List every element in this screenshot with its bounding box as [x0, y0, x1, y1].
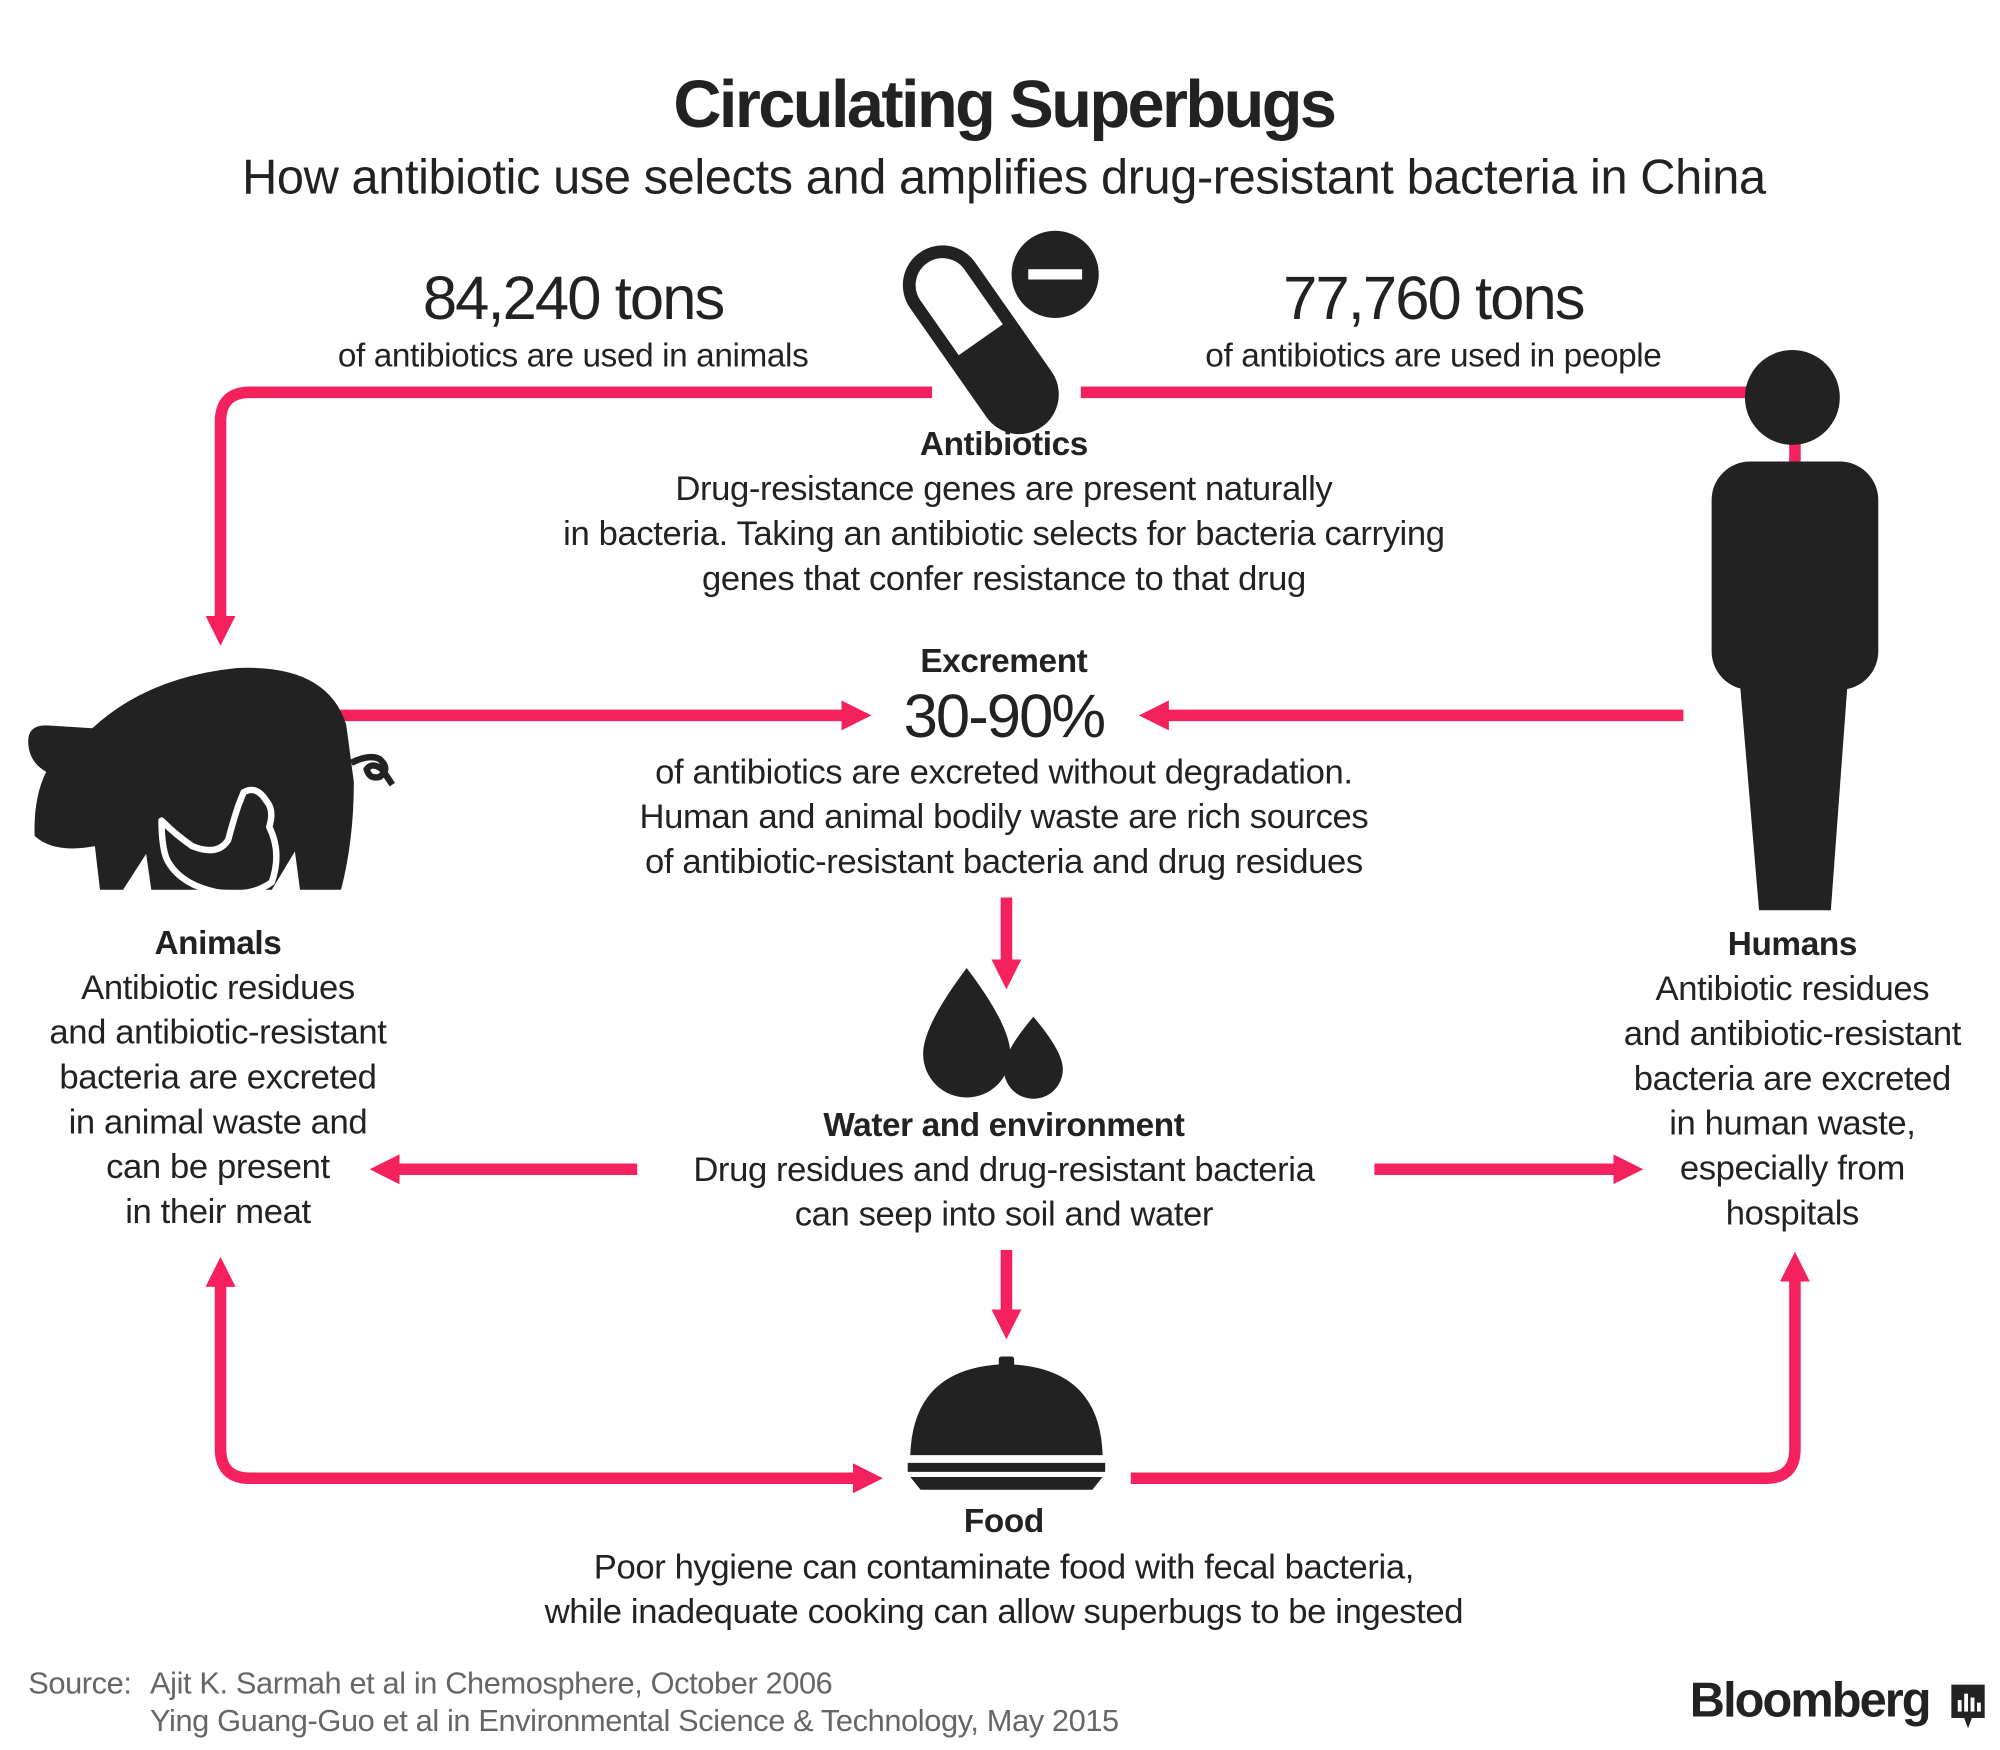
bloomberg-chat-icon — [1951, 1684, 1985, 1729]
people-tons-value: 77,760 tons — [1283, 265, 1585, 334]
text-line: bacteria are excreted — [59, 1057, 377, 1097]
arrow-antibiotics-to-animals — [205, 386, 933, 646]
text-line: can be present — [106, 1147, 330, 1186]
arrow-food-to-humans — [1130, 1251, 1810, 1485]
water-heading: Water and environment — [823, 1105, 1185, 1144]
chicken-icon — [158, 786, 280, 905]
text-line: in their meat — [125, 1192, 311, 1231]
excrement-percent: 30-90% — [903, 683, 1107, 752]
pill-icon — [902, 245, 1059, 435]
food-cloche-icon — [907, 1356, 1106, 1490]
bloomberg-logo: Bloomberg — [1689, 1674, 1932, 1729]
text-line: of antibiotic-resistant bacteria and dru… — [645, 842, 1363, 881]
text-line: Drug residues and drug-resistant bacteri… — [693, 1150, 1315, 1189]
page-title: Circulating Superbugs — [673, 67, 1337, 143]
humans-text: Antibiotic residues and antibiotic-resis… — [1623, 967, 1962, 1236]
antibiotics-text: Drug-resistance genes are present natura… — [563, 467, 1445, 602]
humans-heading: Humans — [1727, 924, 1858, 963]
excrement-heading: Excrement — [920, 641, 1088, 680]
text-line: in animal waste and — [68, 1102, 368, 1142]
text-line: while inadequate cooking can allow super… — [544, 1592, 1464, 1631]
excrement-text: of antibiotics are excreted without degr… — [639, 750, 1368, 885]
text-line: Human and animal bodily waste are rich s… — [639, 797, 1369, 836]
animals-tons-caption: of antibiotics are used in animals — [337, 335, 809, 375]
text-line: hospitals — [1725, 1193, 1860, 1233]
text-line: can seep into soil and water — [794, 1194, 1214, 1234]
animals-tons-value: 84,240 tons — [422, 265, 725, 334]
text-line: Antibiotic residues — [1655, 969, 1930, 1008]
text-line: and antibiotic-resistant — [1623, 1014, 1962, 1053]
text-line: Antibiotic residues — [81, 967, 355, 1007]
text-line: especially from — [1679, 1148, 1905, 1188]
text-line: bacteria are excreted — [1633, 1059, 1952, 1098]
source-line-2: Ying Guang-Guo et al in Environmental Sc… — [150, 1703, 1119, 1739]
food-heading: Food — [963, 1501, 1044, 1540]
person-icon — [1711, 350, 1879, 911]
text-line: of antibiotics are excreted without degr… — [655, 752, 1353, 792]
page-subtitle: How antibiotic use selects and amplifies… — [242, 151, 1766, 206]
minus-circle-icon — [1011, 230, 1099, 318]
text-line: in bacteria. Taking an antibiotic select… — [563, 514, 1445, 553]
animals-text: Antibiotic residues and antibiotic-resis… — [49, 965, 387, 1234]
arrow-animals-food-loop — [205, 1256, 883, 1494]
source-line-1: Ajit K. Sarmah et al in Chemosphere, Oct… — [150, 1666, 833, 1702]
text-line: Poor hygiene can contaminate food with f… — [593, 1547, 1415, 1586]
animals-heading: Animals — [154, 923, 282, 962]
people-tons-caption: of antibiotics are used in people — [1205, 335, 1662, 375]
water-text: Drug residues and drug-resistant bacteri… — [693, 1147, 1315, 1237]
text-line: genes that confer resistance to that dru… — [701, 558, 1306, 598]
text-line: in human waste, — [1669, 1103, 1916, 1143]
water-drops-icon — [923, 967, 1063, 1099]
text-line: and antibiotic-resistant — [49, 1012, 387, 1052]
text-line: Drug-resistance genes are present natura… — [675, 469, 1333, 508]
antibiotics-heading: Antibiotics — [919, 424, 1088, 463]
pig-icon — [28, 667, 395, 890]
food-text: Poor hygiene can contaminate food with f… — [544, 1545, 1464, 1635]
source-label: Source: — [28, 1666, 132, 1702]
